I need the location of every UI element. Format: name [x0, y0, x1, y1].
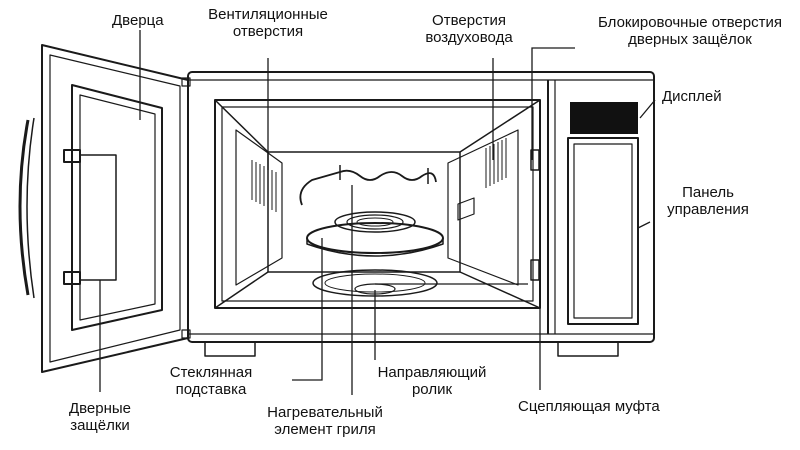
label-roller: Направляющий ролик [364, 364, 500, 398]
label-control-panel-line1: Панель [682, 184, 734, 201]
label-interlock-line2: дверных защёлок [628, 31, 752, 48]
vent-holes [251, 160, 277, 212]
label-air-duct: Отверстия воздуховода [412, 12, 526, 46]
label-coupling: Сцепляющая муфта [518, 398, 660, 415]
label-door-latches-line2: защёлки [70, 417, 130, 434]
label-door: Дверца [112, 12, 164, 29]
oven-cavity [214, 99, 541, 309]
grill-element [299, 169, 437, 206]
label-grill-line2: элемент гриля [274, 421, 376, 438]
label-glass-tray-line1: Стеклянная [169, 364, 253, 381]
label-roller-line1: Направляющий [377, 364, 487, 381]
label-air-duct-line1: Отверстия [432, 12, 506, 29]
label-interlock-holes: Блокировочные отверстия дверных защёлок [585, 14, 795, 48]
label-interlock-line1: Блокировочные отверстия [597, 14, 782, 31]
door [18, 44, 189, 373]
label-glass-tray-line2: подставка [175, 381, 247, 398]
label-control-panel-line2: управления [667, 201, 749, 218]
label-grill-element: Нагревательный элемент гриля [256, 404, 394, 438]
door-latches [63, 149, 117, 285]
label-control-panel: Панель управления [648, 184, 768, 218]
label-roller-line2: ролик [411, 381, 453, 398]
callout-lines [99, 30, 656, 395]
label-grill-line1: Нагревательный [267, 404, 383, 421]
glass-tray [306, 211, 444, 257]
microwave-body [187, 71, 655, 343]
control-panel [567, 137, 639, 325]
label-vent-holes-line1: Вентиляционные [208, 6, 328, 23]
label-display: Дисплей [662, 88, 722, 105]
air-duct-holes [485, 138, 507, 188]
label-glass-tray: Стеклянная подставка [158, 364, 264, 398]
label-air-duct-line2: воздуховода [425, 29, 513, 46]
display [570, 102, 638, 134]
label-vent-holes: Вентиляционные отверстия [200, 6, 336, 40]
label-door-latches-line1: Дверные [68, 400, 132, 417]
label-door-latches: Дверные защёлки [52, 400, 148, 434]
label-vent-holes-line2: отверстия [232, 23, 304, 40]
